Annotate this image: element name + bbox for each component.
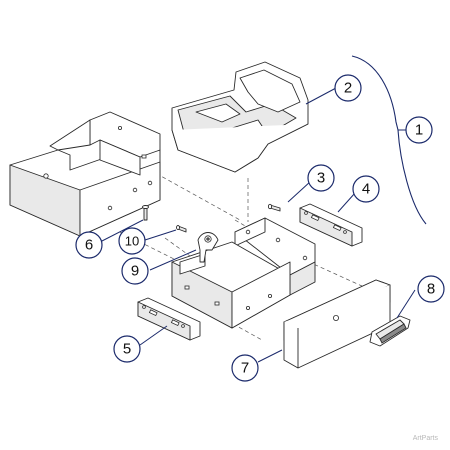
handle-8 bbox=[369, 315, 411, 347]
slide-rail-4 bbox=[299, 203, 363, 247]
callout-label: 7 bbox=[241, 360, 249, 377]
slide-rail-5 bbox=[137, 297, 201, 341]
screw-6 bbox=[142, 205, 149, 221]
callout-5: 5 bbox=[113, 335, 141, 363]
left-housing bbox=[9, 111, 161, 237]
callout-label: 9 bbox=[131, 263, 139, 280]
callout-1: 1 bbox=[405, 116, 433, 144]
callout-7: 7 bbox=[231, 354, 259, 382]
callout-6: 6 bbox=[75, 231, 103, 259]
callout-label: 3 bbox=[317, 170, 325, 187]
screw-3 bbox=[267, 203, 281, 212]
callout-label: 2 bbox=[344, 80, 352, 97]
drawer-box bbox=[171, 217, 316, 329]
drawer-front-7 bbox=[283, 279, 391, 369]
callout-label: 5 bbox=[123, 341, 131, 358]
callout-label: 8 bbox=[427, 281, 435, 298]
callout-label: 1 bbox=[415, 122, 423, 139]
callout-2: 2 bbox=[334, 74, 362, 102]
callout-10: 10 bbox=[118, 227, 146, 255]
callout-label: 4 bbox=[362, 181, 370, 198]
screw-10 bbox=[176, 225, 187, 233]
callout-label: 10 bbox=[125, 234, 139, 249]
callout-8: 8 bbox=[417, 275, 445, 303]
molded-tray-2 bbox=[171, 61, 309, 173]
watermark: ArtParts bbox=[412, 435, 438, 442]
callout-4: 4 bbox=[352, 175, 380, 203]
latch-bracket-9 bbox=[197, 232, 219, 263]
leader-lines bbox=[99, 87, 416, 363]
callout-3: 3 bbox=[307, 164, 335, 192]
callout-9: 9 bbox=[121, 257, 149, 285]
callout-label: 6 bbox=[85, 237, 93, 254]
